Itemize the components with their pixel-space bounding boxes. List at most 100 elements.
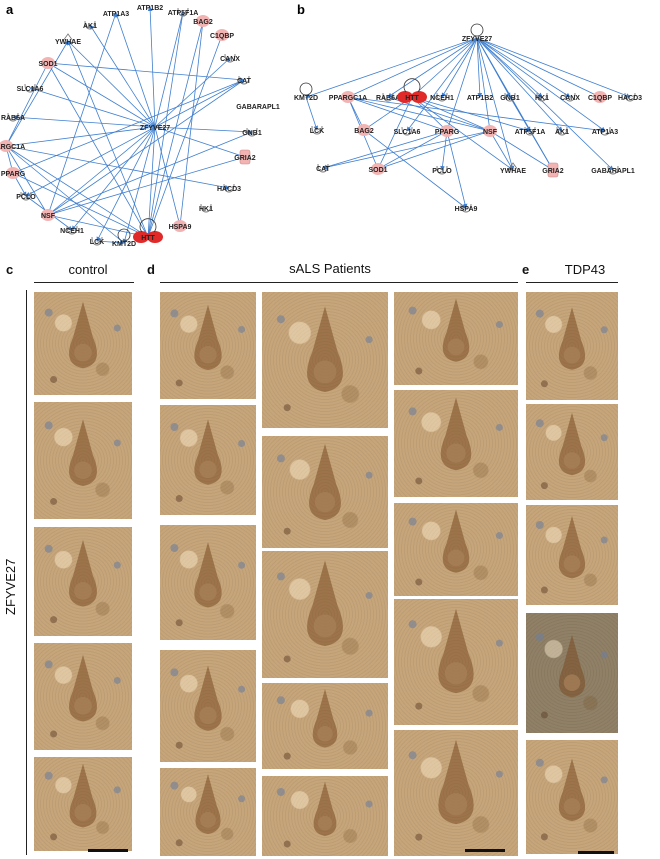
node-atp5f1a: ATP5F1A: [515, 126, 545, 136]
node-label: LCK: [310, 128, 324, 135]
edge-zfyve27-ppargc1a: [347, 37, 478, 98]
micrograph-sals-15: [262, 776, 388, 856]
node-pclo: PCLO: [432, 165, 452, 175]
node-nceh1: NCEH1: [60, 225, 84, 235]
edge-zfyve27-ppargc1a: [5, 126, 156, 148]
node-nsf: NSF: [483, 125, 498, 137]
edge-zfyve27-canx: [154, 57, 231, 128]
node-label: BAG2: [354, 128, 374, 135]
node-pparg: PPARG: [1, 167, 26, 179]
edge-htt-nsf: [47, 213, 149, 238]
node-label: BAG2: [193, 19, 213, 26]
neuron-body: [535, 633, 608, 719]
edge-pparg-sod1: [377, 130, 448, 170]
node-gnb1: GNB1: [500, 92, 520, 102]
node-gnb1: GNB1: [242, 127, 262, 137]
node-slc1a6: SLC1A6: [17, 83, 44, 93]
micrograph-control-3: [34, 527, 132, 636]
node-bag2: BAG2: [354, 124, 374, 136]
micrograph-tdp-22: [526, 404, 618, 500]
edge-htt-atp5f1a: [147, 11, 185, 238]
edge-zfyve27-slc1a6: [406, 37, 478, 132]
rule-sals: [160, 282, 518, 283]
node-label: YWHAE: [500, 168, 526, 175]
node-label: HTT: [141, 235, 155, 242]
micrograph-sals-17: [394, 390, 518, 497]
node-rab6a: RAB6A: [1, 112, 25, 122]
neuron-body: [170, 665, 246, 749]
edge-zfyve27-nceh1: [71, 126, 156, 231]
edge-nsf-cat: [47, 79, 245, 216]
micrograph-sals-13: [262, 551, 388, 678]
edge-zfyve27-sod1: [47, 62, 156, 128]
neuron-body: [535, 758, 608, 841]
micrograph-tdp-21: [526, 292, 618, 400]
node-label: ATP1B2: [137, 5, 163, 12]
edge-zfyve27-atp1a3: [476, 37, 606, 132]
edge-zfyve27-gnb1: [154, 126, 253, 135]
node-ywhae: YWHAE: [500, 162, 526, 175]
edge-htt-sod1: [47, 62, 149, 238]
edge-zfyve27-slc1a6: [29, 86, 156, 128]
node-kmt2d: KMT2D: [112, 228, 136, 248]
edge-zfyve27-hk1: [476, 37, 543, 98]
edge-zfyve27-ywhae: [67, 40, 156, 128]
node-label: SOD1: [368, 167, 387, 174]
node-ak1: AK1: [555, 126, 569, 136]
panel-letter-d: d: [147, 262, 155, 277]
node-atp1b2: ATP1B2: [137, 5, 163, 12]
node-label: ATP1A3: [592, 129, 618, 136]
rule-control: [34, 282, 134, 283]
node-label: AK1: [555, 129, 569, 136]
micrograph-control-4: [34, 643, 132, 750]
row-label-zfyve27: ZFYVE27: [3, 558, 18, 615]
node-label: ATP1A3: [103, 11, 129, 18]
edge-zfyve27-nceh1: [441, 37, 478, 98]
node-cat: CAT: [316, 163, 331, 173]
node-lck: LCK: [90, 236, 104, 246]
scale-bar-sals: [465, 849, 505, 852]
node-label: ATP5F1A: [168, 10, 199, 17]
edge-kmt2d-lck: [305, 96, 319, 131]
neuron-body: [276, 443, 373, 535]
edge-ppargc1a-pparg: [347, 96, 448, 132]
micrograph-sals-12: [262, 436, 388, 548]
node-label: NCEH1: [430, 95, 454, 102]
neuron-body: [408, 608, 503, 710]
node-label: C1QBP: [588, 95, 612, 102]
edge-zfyve27-htt: [411, 37, 478, 98]
edge-nsf-ywhae: [489, 130, 514, 171]
node-label: KMT2D: [294, 95, 318, 102]
node-label: HK1: [199, 206, 213, 213]
node-hspa9: HSPA9: [455, 203, 478, 213]
node-atp1a3: ATP1A3: [103, 11, 129, 18]
edge-nsf-gria2: [47, 155, 246, 216]
node-label: C1QBP: [210, 33, 234, 40]
edge-htt-nsf: [411, 96, 491, 132]
node-label: PPARGC1A: [0, 144, 25, 151]
edge-zfyve27-kmt2d: [122, 126, 156, 244]
edge-zfyve27-gria2: [154, 126, 246, 159]
edge-pparg-cat: [322, 130, 448, 170]
node-label: GRIA2: [542, 168, 564, 175]
edge-htt-pparg: [12, 172, 149, 238]
node-label: LCK: [90, 239, 104, 246]
node-gria2: GRIA2: [234, 149, 256, 165]
node-label: HSPA9: [455, 206, 478, 213]
node-atp1b2: ATP1B2: [467, 95, 493, 102]
edge-htt-c1qbp: [147, 34, 223, 238]
node-label: GNB1: [242, 130, 262, 137]
node-lck: LCK: [310, 125, 324, 135]
node-label: YWHAE: [55, 39, 81, 46]
node-label: NSF: [483, 129, 498, 136]
node-label: HTT: [405, 95, 419, 102]
node-zfyve27: ZFYVE27: [140, 125, 170, 132]
panel-letter-a: a: [6, 2, 14, 17]
edge-ppargc1a-atp1a3: [347, 96, 606, 133]
node-label: SOD1: [38, 61, 57, 68]
edge-htt-sod1: [377, 96, 413, 170]
node-cat: CAT: [237, 75, 252, 85]
node-slc1a6: SLC1A6: [394, 126, 421, 136]
